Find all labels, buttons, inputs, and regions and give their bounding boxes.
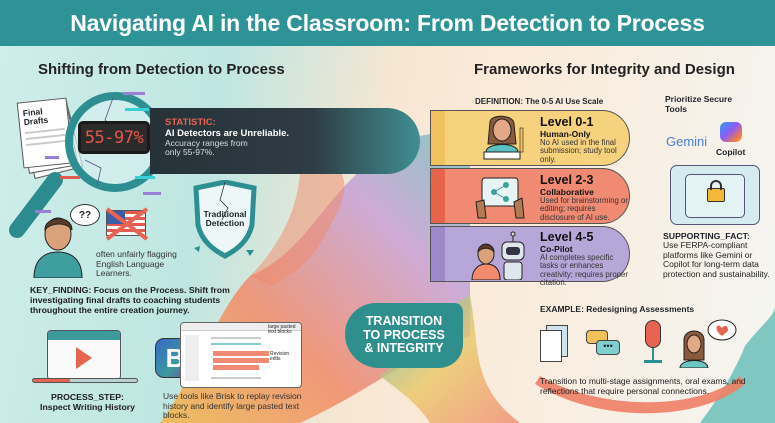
header-banner: Navigating AI in the Classroom: From Det… [0,0,775,46]
process-step: PROCESS_STEP: Inspect Writing History [30,392,145,412]
broken-shield-icon [193,180,257,259]
callout-pasted: large pasted text blocks [268,324,296,336]
level-item-1: Level 2-3 Collaborative Used for brainst… [540,174,628,222]
definition-title: DEFINITION: The 0-5 AI Use Scale [475,97,604,106]
tablet-share-icon [475,177,525,219]
level-desc: Used for brainstorming or editing; requi… [540,195,628,222]
supporting-fact-text: Use FERPA-compliant platforms like Gemin… [663,240,770,279]
thought-bubble: ?? [70,204,100,226]
shield-label: Traditional Detection [203,209,247,229]
vault-icon [670,165,760,225]
statistic-headline: AI Detectors are Unreliable. [165,128,290,139]
level-band-0 [430,110,630,166]
reflection-person-icon [679,319,737,368]
ribbon-left-edge [250,163,345,286]
statistic-label: STATISTIC: [165,117,216,128]
revision-history-window [180,322,302,388]
level-subtitle: Human-Only [540,128,591,139]
example-title: EXAMPLE: Redesigning Assessments [540,304,695,314]
transition-callout: TRANSITION TO PROCESS & INTEGRITY [345,303,463,368]
student-icon [33,217,83,278]
crossed-flag-icon [105,207,149,241]
ribbon-right [700,306,775,423]
level-title: Level 4-5 [540,230,594,244]
level-title: Level 2-3 [540,173,594,187]
statistic-band [150,108,420,174]
ribbon-bottom-coral [535,376,745,414]
brisk-text: Use tools like Brisk to replay revision … [163,391,302,421]
process-step-label: PROCESS_STEP: [51,392,124,402]
level-band-2 [430,226,630,282]
level-subtitle: Collaborative [540,186,594,197]
level-title: Level 0-1 [540,115,594,129]
supporting-fact: SUPPORTING_FACT: Use FERPA-compliant pla… [663,231,773,279]
secure-tools-title: Prioritize Secure Tools [665,94,733,114]
statistic-text: Accuracy ranges from only 55-97%. [165,138,248,157]
documents-icon [540,325,570,363]
gemini-logo: Gemini [666,134,708,149]
ell-text: often unfairly flagging English Language… [96,249,177,279]
chat-bubbles-icon: ••• [586,330,622,358]
accuracy-display: 55-97% [78,121,150,154]
history-slider[interactable] [32,378,138,383]
level-item-2: Level 4-5 Co-Pilot AI completes specific… [540,231,628,288]
transition-line: TO PROCESS [363,327,445,342]
level-item-0: Level 0-1 Human-Only No AI used in the f… [540,116,628,164]
copilot-label: Copilot [716,147,746,157]
callout-revision: Revision edits [270,351,290,363]
level-band-1 [430,168,630,224]
statistic-block: STATISTIC: AI Detectors are Unreliable. … [165,117,305,157]
section-title-left: Shifting from Detection to Process [38,61,285,78]
level-subtitle: Co-Pilot [540,243,573,254]
copilot-logo-icon [720,122,742,142]
transition-line: TRANSITION [365,313,443,328]
thought-bubble-text: ?? [78,209,92,221]
microphone-icon [638,320,668,366]
brisk-logo-letter: B [165,342,185,373]
human-robot-icon [471,231,525,280]
section-title-right: Frameworks for Integrity and Design [474,61,735,78]
lock-icon [707,188,725,202]
process-step-title: Inspect Writing History [40,402,135,412]
transition-line: & INTEGRITY [364,341,444,356]
example-text: Transition to multi-stage assignments, o… [540,376,746,396]
student-writing-icon [483,115,524,160]
page-title: Navigating AI in the Classroom: From Det… [70,9,705,36]
supporting-fact-label: SUPPORTING_FACT: [663,231,750,241]
video-player-icon [47,330,121,380]
level-desc: No AI used in the final submission; stud… [540,137,617,164]
level-desc: AI completes specific tasks or enhances … [540,252,628,288]
key-finding: KEY_FINDING: Focus on the Process. Shift… [30,285,230,315]
